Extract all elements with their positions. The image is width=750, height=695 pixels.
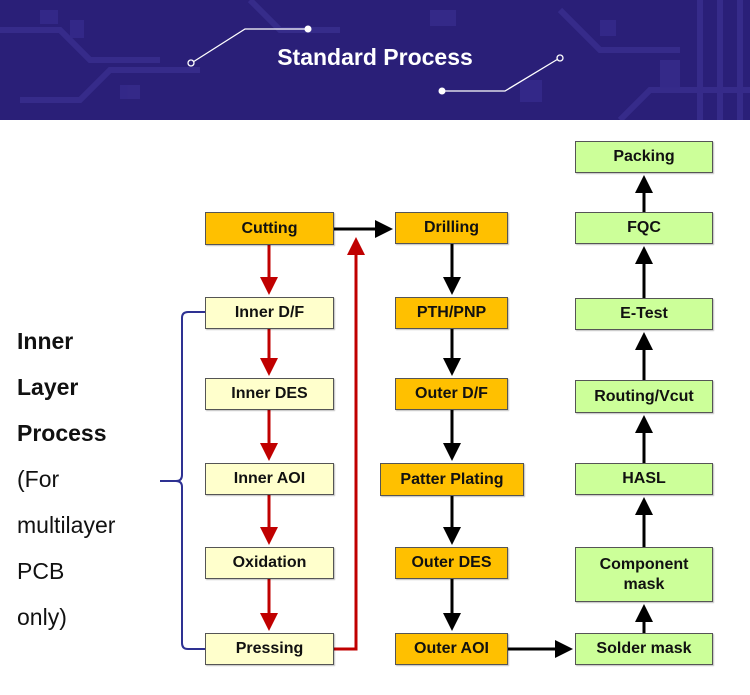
step-e-test: E-Test bbox=[575, 298, 713, 330]
step-component-mask: Component mask bbox=[575, 547, 713, 602]
label-line: only) bbox=[17, 604, 67, 630]
label-line: Inner bbox=[17, 328, 74, 354]
banner-title: Standard Process bbox=[277, 44, 473, 70]
step-inner-aoi: Inner AOI bbox=[205, 463, 334, 495]
label-line: PCB bbox=[17, 558, 65, 584]
step-hasl: HASL bbox=[575, 463, 713, 495]
step-outer-df: Outer D/F bbox=[395, 378, 508, 410]
inner-layer-process-label: Inner Layer Process (For multilayer PCB … bbox=[17, 318, 115, 640]
step-pth-pnp: PTH/PNP bbox=[395, 297, 508, 329]
step-inner-des: Inner DES bbox=[205, 378, 334, 410]
step-outer-aoi: Outer AOI bbox=[395, 633, 508, 665]
step-fqc: FQC bbox=[575, 212, 713, 244]
step-oxidation: Oxidation bbox=[205, 547, 334, 579]
step-pressing: Pressing bbox=[205, 633, 334, 665]
step-patter-plating: Patter Plating bbox=[380, 463, 524, 496]
step-solder-mask: Solder mask bbox=[575, 633, 713, 665]
label-line: (For bbox=[17, 466, 60, 492]
step-drilling: Drilling bbox=[395, 212, 508, 244]
step-outer-des: Outer DES bbox=[395, 547, 508, 579]
label-line: multilayer bbox=[17, 512, 116, 538]
step-packing: Packing bbox=[575, 141, 713, 173]
circuit-board-background bbox=[0, 0, 750, 120]
inner-layer-bracket bbox=[160, 311, 205, 650]
arrow-pressing-return bbox=[334, 237, 365, 651]
step-cutting: Cutting bbox=[205, 212, 334, 245]
decorative-lines bbox=[192, 28, 559, 92]
step-inner-df: Inner D/F bbox=[205, 297, 334, 329]
step-routing-vcut: Routing/Vcut bbox=[575, 380, 713, 413]
label-line: Layer bbox=[17, 374, 79, 400]
label-line: Process bbox=[17, 420, 107, 446]
header-banner: Standard Process bbox=[0, 0, 750, 120]
